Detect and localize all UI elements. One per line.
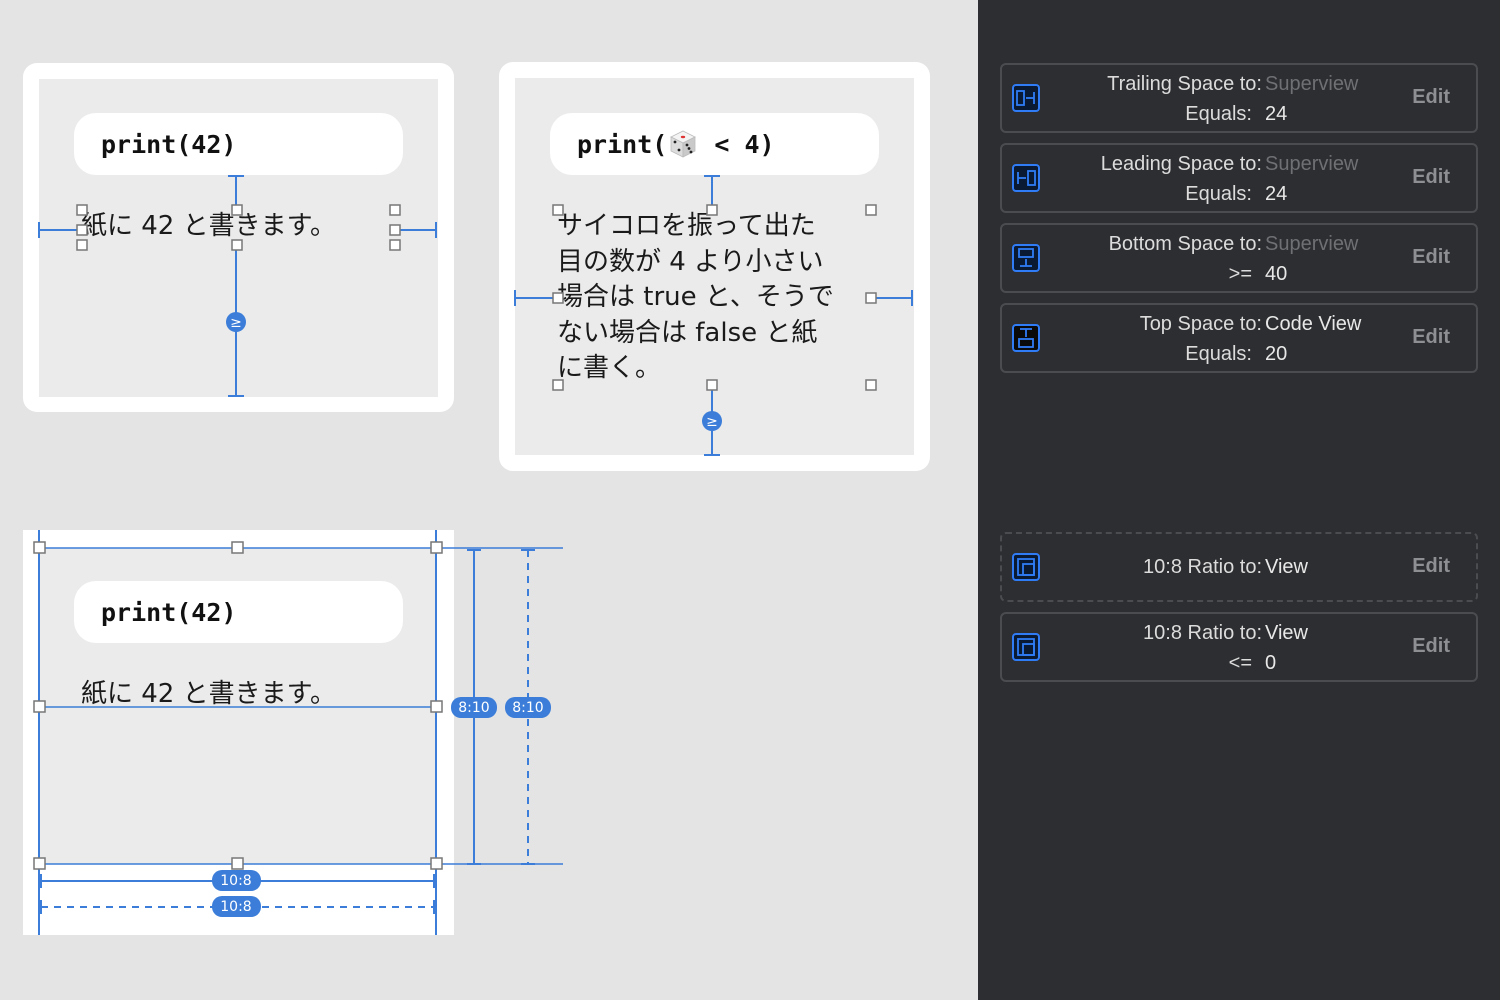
height-ratio-badge-solid: 8:10 xyxy=(451,697,497,718)
constraint-target: Superview xyxy=(1265,233,1359,255)
constraint-target: View xyxy=(1265,556,1308,578)
constraint-label: 10:8 Ratio to: xyxy=(1143,622,1262,644)
edit-button[interactable]: Edit xyxy=(1412,326,1450,348)
constraint-label: Bottom Space to: xyxy=(1108,233,1262,255)
edit-button[interactable]: Edit xyxy=(1412,86,1450,108)
edit-button[interactable]: Edit xyxy=(1412,555,1450,577)
constraint-row-trailing-space[interactable]: Trailing Space to: Superview Equals: 24 … xyxy=(1000,63,1478,133)
badge-label: 8:10 xyxy=(458,700,489,716)
edit-button[interactable]: Edit xyxy=(1412,635,1450,657)
description-line: 目の数が 4 より小さい xyxy=(557,246,824,277)
description-line: サイコロを振って出た xyxy=(557,211,816,241)
code-label: print(42) xyxy=(101,597,237,627)
constraint-target: View xyxy=(1265,622,1308,644)
code-label-prefix: print( xyxy=(577,129,668,159)
constraint-label: Leading Space to: xyxy=(1100,153,1262,175)
code-view[interactable]: print(42) xyxy=(74,113,403,175)
constraint-row-ratio-dashed[interactable]: 10:8 Ratio to: View Edit xyxy=(1000,532,1478,602)
badge-label: 8:10 xyxy=(512,700,543,716)
constraint-target: Code View xyxy=(1265,313,1362,335)
constraint-row-bottom-space[interactable]: Bottom Space to: Superview >= 40 Edit xyxy=(1000,223,1478,293)
constraint-relation: Equals: xyxy=(1185,183,1252,205)
constraint-label: Trailing Space to: xyxy=(1107,73,1262,95)
aspect-ratio-icon xyxy=(1012,553,1040,581)
description-line: 場合は true と、そうで xyxy=(557,282,834,312)
constraint-label: Top Space to: xyxy=(1139,313,1262,335)
description-label[interactable]: サイコロを振って出た 目の数が 4 より小さい 場合は true と、そうで な… xyxy=(557,209,877,387)
code-label: print(42) xyxy=(101,129,237,159)
storyboard-canvas: print(42) 紙に 42 と書きます。 print( < 4) サイコロを… xyxy=(23,62,930,935)
height-ratio-badge-dashed: 8:10 xyxy=(505,697,551,718)
constraint-target: Superview xyxy=(1265,73,1359,95)
trailing-space-icon xyxy=(1012,84,1040,112)
constraint-row-leading-space[interactable]: Leading Space to: Superview Equals: 24 E… xyxy=(1000,143,1478,213)
description-line: に書く。 xyxy=(557,353,662,383)
edit-button[interactable]: Edit xyxy=(1412,166,1450,188)
top-space-icon xyxy=(1012,324,1040,352)
dice-icon xyxy=(670,130,697,158)
aspect-ratio-icon xyxy=(1012,633,1040,661)
constraint-value: 20 xyxy=(1265,343,1288,365)
constraint-target: Superview xyxy=(1265,153,1359,175)
leading-space-icon xyxy=(1012,164,1040,192)
constraint-row-top-space[interactable]: Top Space to: Code View Equals: 20 Edit xyxy=(1000,303,1478,373)
description-label[interactable]: 紙に 42 と書きます。 xyxy=(81,679,337,709)
constraint-row-ratio[interactable]: 10:8 Ratio to: View <= 0 Edit xyxy=(1000,612,1478,682)
constraint-relation: >= xyxy=(1228,263,1252,285)
description-line: ない場合は false と紙 xyxy=(557,317,818,348)
code-label-suffix: < 4) xyxy=(699,129,775,159)
constraint-value: 40 xyxy=(1265,263,1288,285)
constraint-value: 24 xyxy=(1265,103,1288,125)
constraint-value: 0 xyxy=(1265,652,1277,674)
constraints-inspector-panel xyxy=(978,0,1500,1000)
constraint-value: 24 xyxy=(1265,183,1288,205)
bottom-space-icon xyxy=(1012,244,1040,272)
constraint-relation: Equals: xyxy=(1185,103,1252,125)
code-view[interactable]: print(42) xyxy=(74,581,403,643)
constraint-relation: Equals: xyxy=(1185,343,1252,365)
edit-button[interactable]: Edit xyxy=(1412,246,1450,268)
code-view[interactable]: print( < 4) xyxy=(550,113,879,175)
constraint-relation: <= xyxy=(1228,652,1252,674)
description-label[interactable]: 紙に 42 と書きます。 xyxy=(81,211,337,241)
constraint-label: 10:8 Ratio to: xyxy=(1143,556,1262,578)
